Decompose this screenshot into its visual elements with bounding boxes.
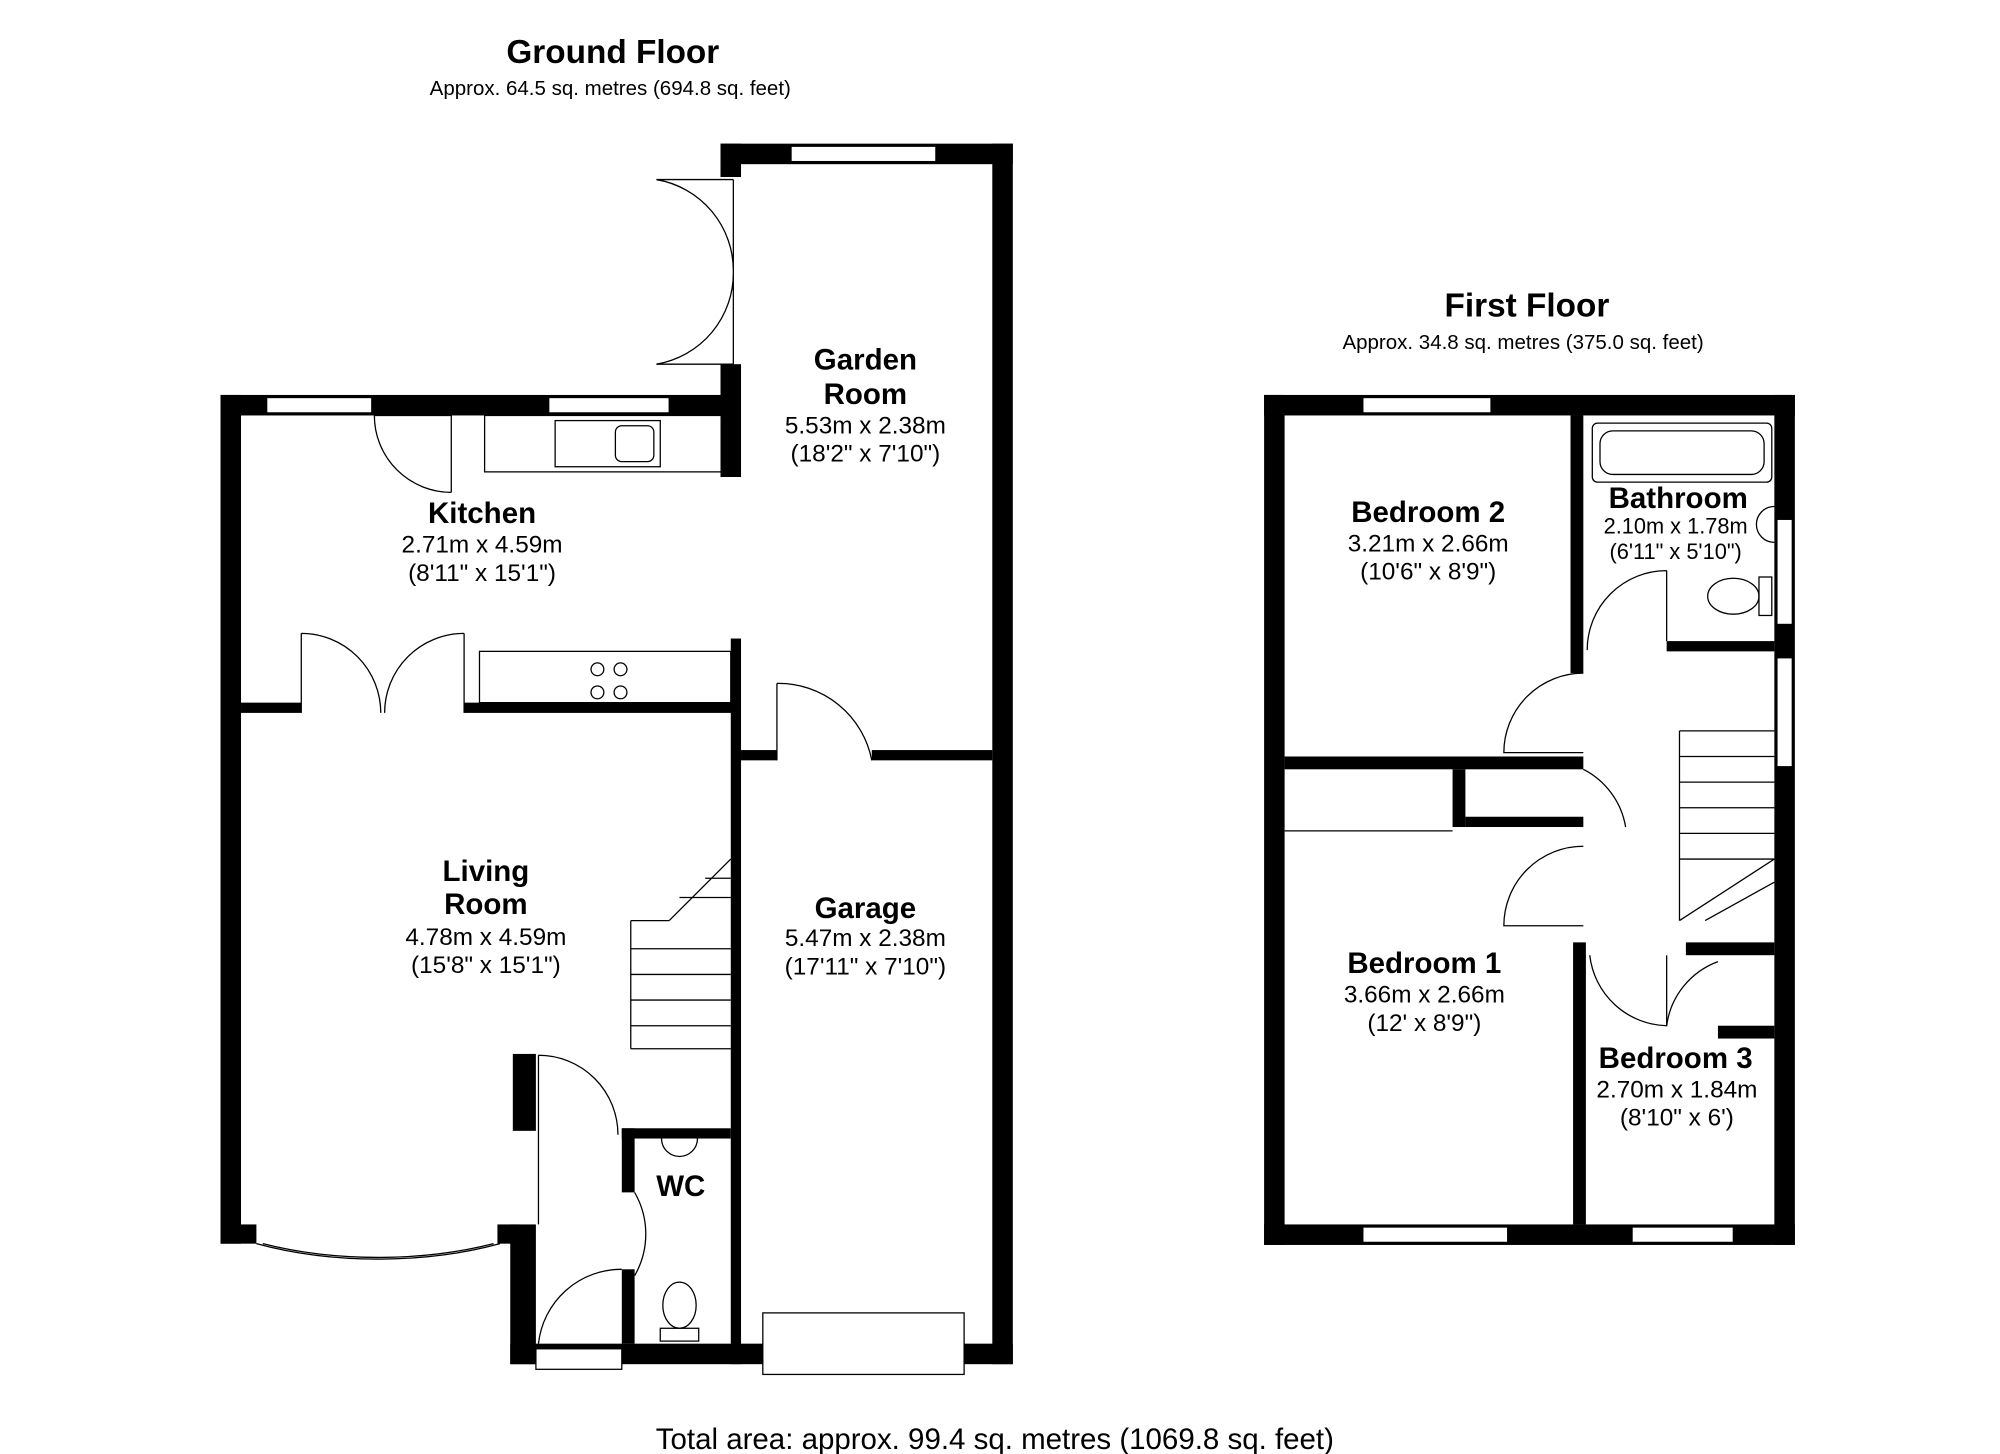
svg-text:Bedroom 1: Bedroom 1 [1347, 947, 1501, 980]
svg-text:(17'11" x 7'10"): (17'11" x 7'10") [785, 953, 946, 980]
ground-floor-plan [220, 143, 1013, 1376]
svg-text:Bathroom: Bathroom [1609, 482, 1748, 515]
first-floor-stairs [1678, 730, 1775, 922]
svg-text:(12' x 8'9"): (12' x 8'9") [1367, 1010, 1481, 1037]
room-living-room: Living Room 4.78m x 4.59m (15'8" x 15'1"… [405, 855, 566, 979]
svg-text:Kitchen: Kitchen [428, 497, 536, 530]
svg-text:(8'11" x 15'1"): (8'11" x 15'1") [408, 560, 556, 587]
room-bedroom-3: Bedroom 3 2.70m x 1.84m (8'10" x 6') [1596, 1042, 1757, 1132]
room-wc: WC [656, 1170, 705, 1203]
first-floor-plan [1264, 394, 1795, 1245]
svg-text:WC: WC [656, 1170, 705, 1203]
svg-text:Bedroom 2: Bedroom 2 [1351, 496, 1505, 529]
room-kitchen: Kitchen 2.71m x 4.59m (8'11" x 15'1") [402, 497, 563, 587]
room-garage: Garage 5.47m x 2.38m (17'11" x 7'10") [785, 892, 946, 980]
svg-text:Living: Living [443, 855, 530, 888]
svg-text:Bedroom 3: Bedroom 3 [1599, 1042, 1753, 1075]
room-bedroom-1: Bedroom 1 3.66m x 2.66m (12' x 8'9") [1344, 947, 1505, 1037]
svg-text:3.21m x 2.66m: 3.21m x 2.66m [1348, 530, 1509, 557]
svg-text:Garden: Garden [814, 343, 917, 376]
total-area: Total area: approx. 99.4 sq. metres (106… [656, 1423, 1334, 1454]
svg-text:(6'11" x 5'10"): (6'11" x 5'10") [1609, 539, 1741, 564]
first-floor-title: First Floor [1445, 288, 1610, 325]
first-floor-area: Approx. 34.8 sq. metres (375.0 sq. feet) [1342, 331, 1703, 354]
svg-text:Room: Room [444, 888, 528, 921]
room-garden-room: Garden Room 5.53m x 2.38m (18'2" x 7'10"… [785, 343, 946, 467]
svg-text:Room: Room [824, 378, 908, 411]
svg-text:4.78m x 4.59m: 4.78m x 4.59m [405, 924, 566, 951]
stairs [630, 858, 732, 1050]
svg-text:(15'8" x 15'1"): (15'8" x 15'1") [411, 952, 561, 979]
svg-text:3.66m x 2.66m: 3.66m x 2.66m [1344, 982, 1505, 1009]
svg-text:2.71m x 4.59m: 2.71m x 4.59m [402, 532, 563, 559]
ground-floor-area: Approx. 64.5 sq. metres (694.8 sq. feet) [430, 77, 791, 100]
svg-text:(18'2" x 7'10"): (18'2" x 7'10") [791, 441, 941, 468]
ground-floor-title: Ground Floor [506, 34, 719, 71]
svg-text:Garage: Garage [815, 892, 917, 925]
svg-text:2.70m x 1.84m: 2.70m x 1.84m [1596, 1077, 1757, 1104]
svg-text:(8'10" x 6'): (8'10" x 6') [1620, 1105, 1734, 1132]
svg-text:2.10m x 1.78m: 2.10m x 1.78m [1604, 513, 1748, 538]
svg-text:(10'6" x 8'9"): (10'6" x 8'9") [1360, 559, 1496, 586]
svg-text:5.47m x 2.38m: 5.47m x 2.38m [785, 925, 946, 952]
svg-text:5.53m x 2.38m: 5.53m x 2.38m [785, 412, 946, 439]
room-bathroom: Bathroom 2.10m x 1.78m (6'11" x 5'10") [1604, 482, 1748, 564]
room-bedroom-2: Bedroom 2 3.21m x 2.66m (10'6" x 8'9") [1348, 496, 1509, 586]
